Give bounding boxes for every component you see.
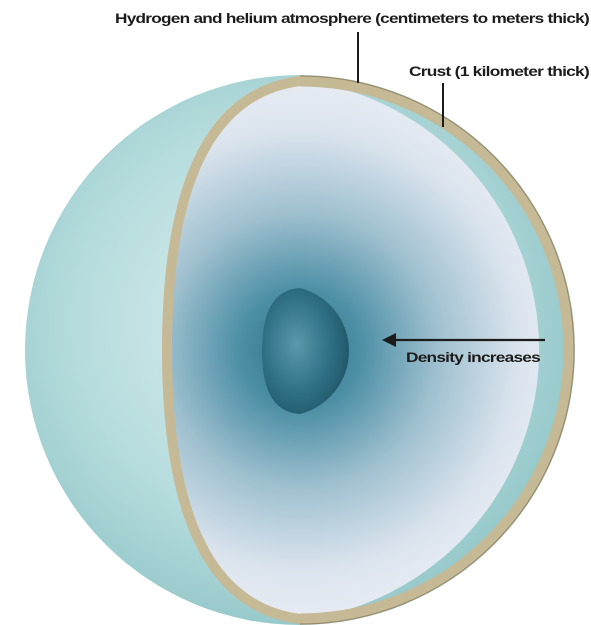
crust-label: Crust (1 kilometer thick) — [409, 63, 589, 79]
atmosphere-label: Hydrogen and helium atmosphere (centimet… — [115, 10, 589, 26]
density-label: Density increases — [406, 349, 541, 365]
